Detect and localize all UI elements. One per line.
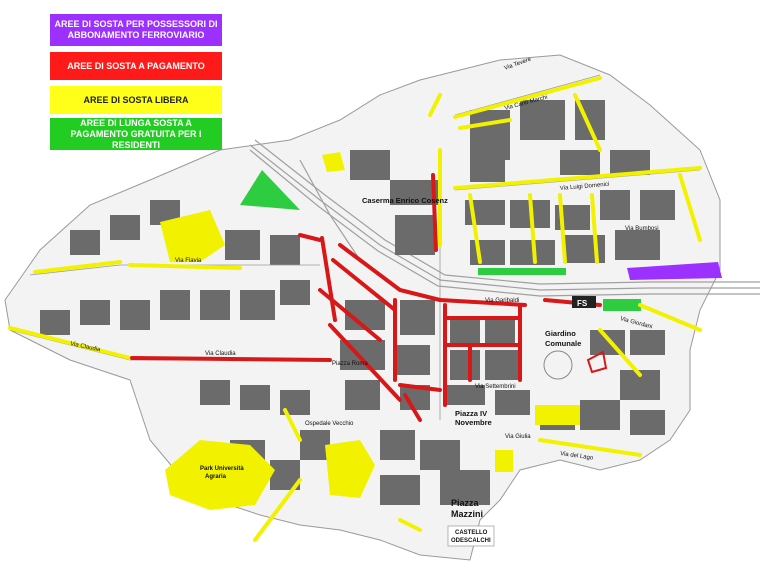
piazza-iv-label-2: Novembre — [455, 418, 492, 427]
piazza-iv-label-1: Piazza IV — [455, 409, 487, 418]
paid-zone-outline-east — [586, 350, 608, 374]
street-via-flavia: Via Flavia — [175, 258, 202, 264]
caserma-label: Caserma Enrico Cosenz — [362, 196, 448, 205]
fs-label: FS — [577, 299, 588, 308]
piazza-mazzini-label-1: Piazza — [451, 498, 480, 508]
legend-item-rail-pass: AREE DI SOSTA PER POSSESSORI DI ABBONAME… — [50, 14, 222, 46]
street-via-settembrini: Via Settembrini — [475, 384, 516, 390]
free-zone-giardino — [535, 405, 580, 425]
piazza-roma-label: Piazza Roma — [332, 361, 368, 367]
purple-area-railway-pass — [627, 262, 722, 280]
legend-item-free: AREE DI SOSTA LIBERA — [50, 86, 222, 114]
green-area-station-east — [603, 299, 641, 311]
giardino-comunale-circle — [543, 350, 573, 380]
free-zone-south — [325, 440, 375, 498]
ospedale-label: Ospedale Vecchio — [305, 421, 354, 427]
green-areas — [240, 170, 641, 311]
legend-item-paid: AREE DI SOSTA A PAGAMENTO — [50, 52, 222, 80]
free-zone-north — [322, 152, 345, 172]
green-strip-railway — [478, 268, 566, 275]
free-parking — [160, 152, 580, 510]
piazza-mazzini-label-2: Mazzini — [451, 509, 483, 519]
fs-station-box — [572, 296, 596, 308]
street-via-lago: Via del Lago — [560, 451, 594, 462]
free-zone-west — [160, 210, 225, 262]
park-label-2: Agraria — [205, 474, 227, 480]
free-parking-streets — [8, 76, 702, 542]
castello-label-2: ODESCALCHI — [451, 538, 491, 544]
castello-box — [447, 525, 495, 547]
street-via-luigi-domenici: Via Luigi Domenici — [560, 182, 610, 192]
park-label-1: Park Università — [200, 466, 244, 472]
legend-item-long-stay: AREE DI LUNGA SOSTA A PAGAMENTO GRATUITA… — [50, 118, 222, 150]
street-via-garibaldi: Via Garibaldi — [485, 298, 519, 304]
green-area-north-west — [240, 170, 300, 210]
street-via-giulia: Via Giulia — [505, 434, 531, 440]
street-via-bumbosi: Via Bumbosi — [625, 226, 659, 232]
giardino-label-1: Giardino — [545, 329, 576, 338]
free-zone-mazzini-east — [495, 450, 513, 472]
street-via-claudia-2: Via Claudia — [205, 351, 236, 357]
giardino-label-2: Comunale — [545, 339, 581, 348]
castello-label-1: CASTELLO — [455, 530, 488, 536]
free-zone-park-agraria — [165, 440, 275, 510]
paid-parking-streets — [130, 173, 602, 422]
